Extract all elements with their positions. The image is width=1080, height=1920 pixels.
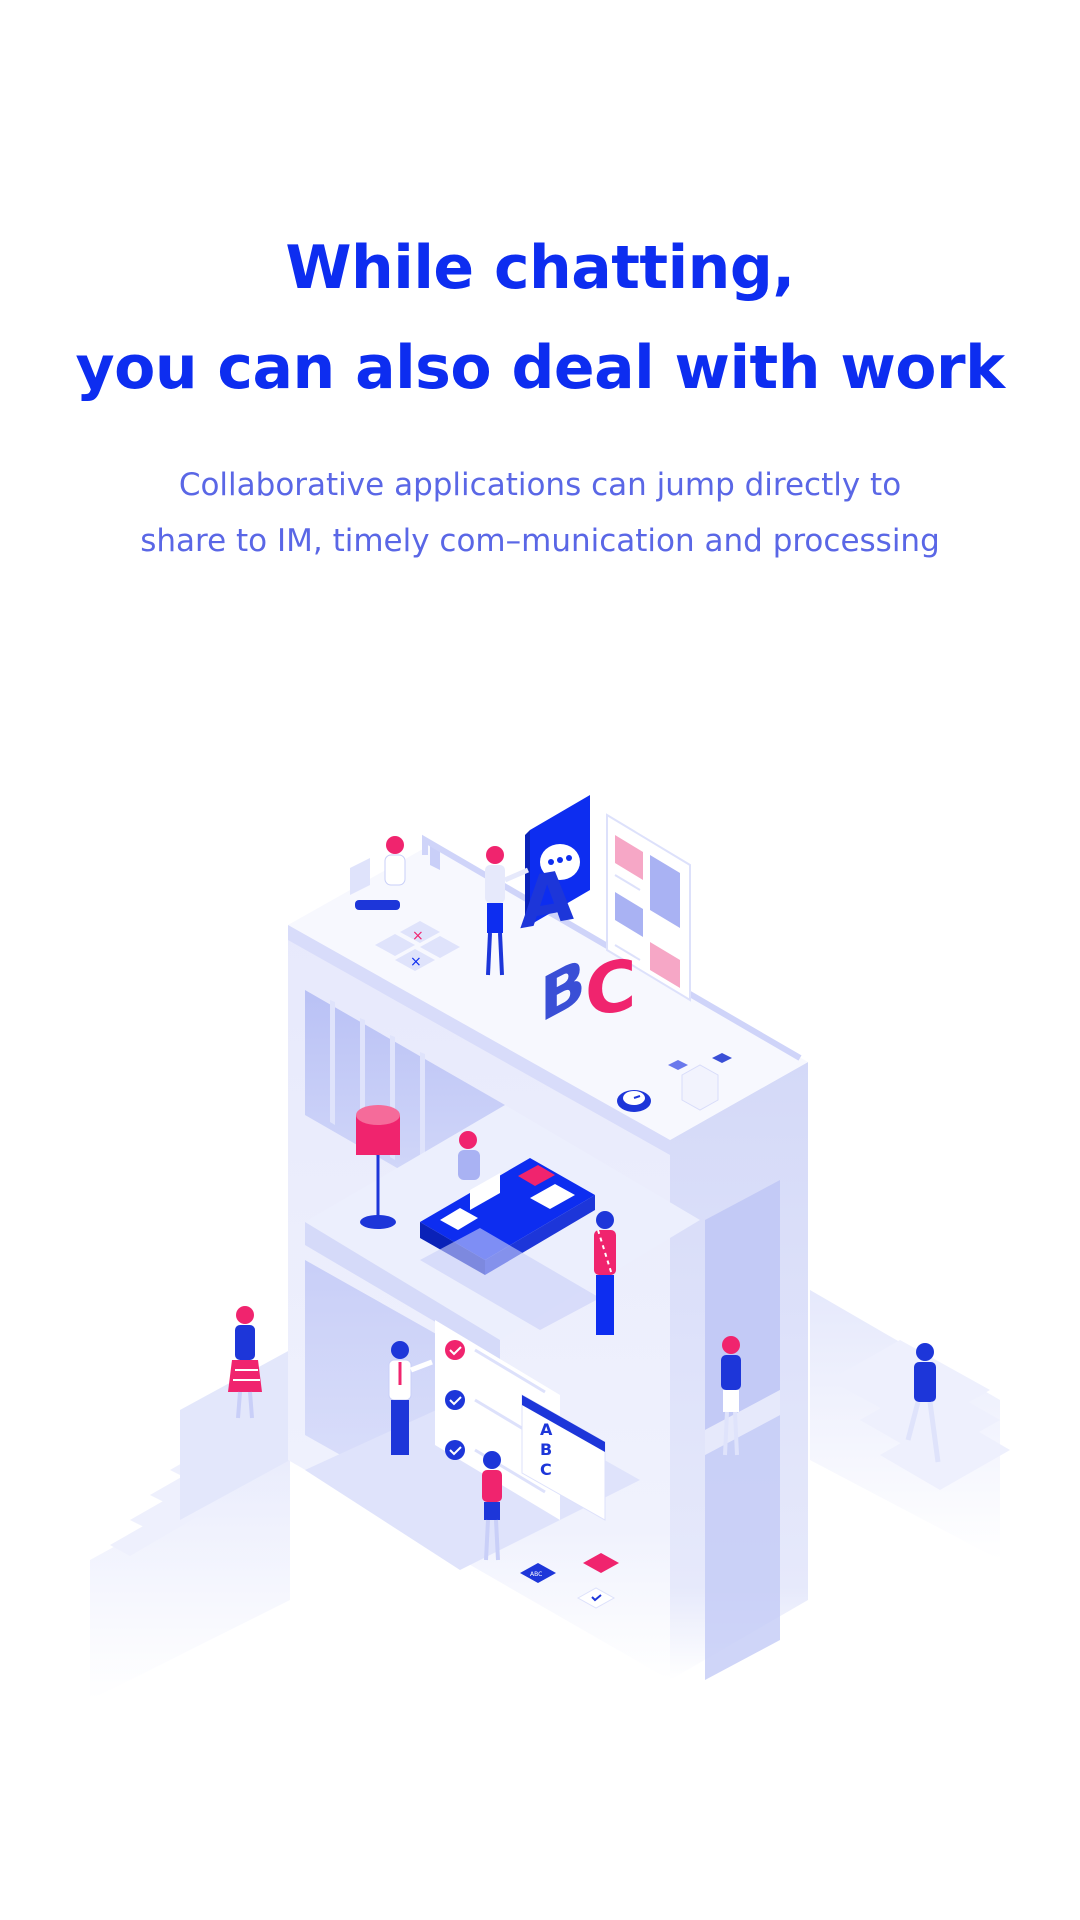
person-woman-checklist — [482, 1451, 502, 1561]
person-man-presenting — [388, 1341, 433, 1455]
tile-abc: ABC — [530, 1571, 542, 1578]
person-at-desk — [458, 1131, 480, 1180]
person-woman-pointing — [485, 846, 529, 976]
chat-bubble-icon — [525, 795, 590, 925]
document-board — [606, 813, 691, 1002]
desk — [420, 1158, 600, 1330]
person-sitting-laptop — [350, 836, 406, 910]
letter-a: A — [520, 854, 575, 945]
letter-c: C — [585, 943, 636, 1033]
person-man-stairs-right — [905, 1343, 941, 1463]
calculator-tiles: × × — [375, 921, 460, 971]
svg-text:×: × — [412, 928, 424, 944]
board-letter-b: B — [540, 1440, 552, 1459]
subtitle: Collaborative applications can jump dire… — [0, 457, 1080, 569]
person-man-standing — [594, 1211, 616, 1335]
abc-board: A B C — [521, 1394, 606, 1521]
cube-blocks — [668, 1053, 732, 1111]
board-letter-c: C — [540, 1460, 552, 1479]
person-woman-stairs-left — [228, 1306, 262, 1419]
subtitle-line-1: Collaborative applications can jump dire… — [178, 467, 902, 503]
subtitle-line-2: share to IM, timely com–munication and p… — [140, 523, 940, 559]
right-window-lower — [705, 1415, 780, 1680]
floor-tiles: ABC — [520, 1553, 619, 1609]
headline-line-1: While chatting, — [285, 233, 795, 304]
right-window-upper — [705, 1180, 780, 1430]
clock-icon — [617, 1090, 651, 1112]
headline: While chatting, you can also deal with w… — [0, 218, 1080, 418]
left-staircase — [90, 1350, 290, 1700]
svg-text:×: × — [410, 954, 422, 970]
headline-line-2: you can also deal with work — [75, 333, 1005, 404]
person-woman-right-window — [721, 1336, 741, 1456]
floor-lamp — [356, 1105, 400, 1229]
board-letter-a: A — [540, 1420, 553, 1439]
